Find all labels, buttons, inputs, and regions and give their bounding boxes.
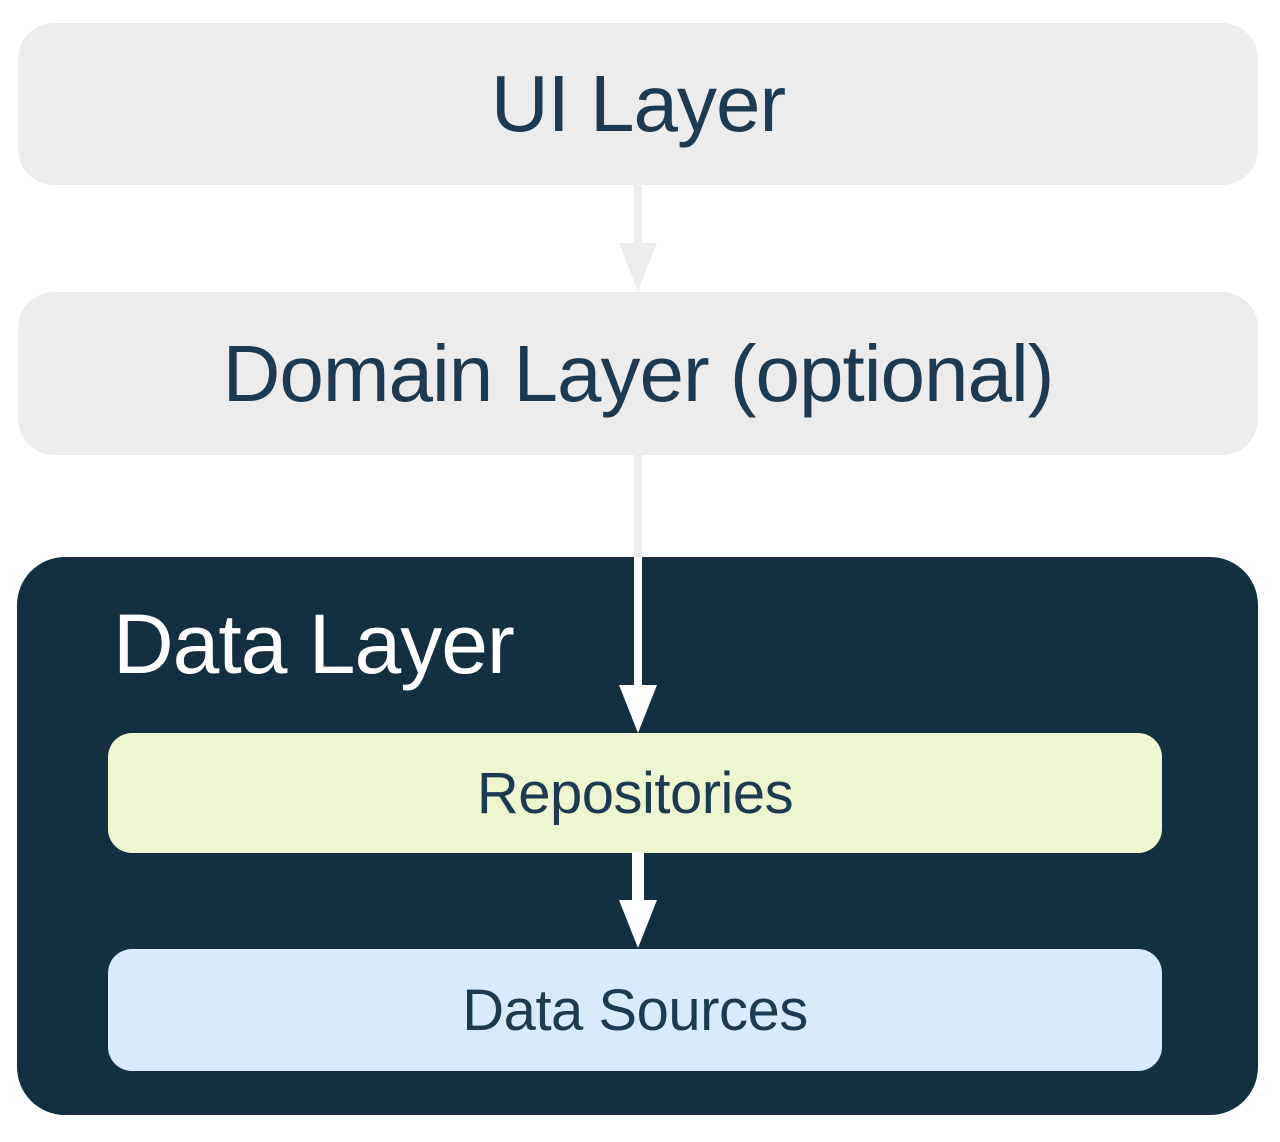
repositories-label: Repositories bbox=[476, 760, 794, 826]
data-sources-label: Data Sources bbox=[462, 977, 808, 1043]
arrow-down-icon-domain-to-repositories-shaft-upper bbox=[634, 454, 642, 558]
ui-layer-label: UI Layer bbox=[490, 59, 786, 148]
data-layer-label: Data Layer bbox=[113, 597, 515, 691]
arrow-down-icon-repositories-to-data-sources-shaft bbox=[632, 852, 644, 902]
arrow-down-icon-domain-to-repositories-shaft-lower bbox=[634, 557, 642, 686]
data-sources-box: Data Sources bbox=[108, 949, 1162, 1071]
ui-layer-box: UI Layer bbox=[18, 23, 1258, 185]
domain-layer-label: Domain Layer (optional) bbox=[222, 328, 1055, 418]
domain-layer-box: Domain Layer (optional) bbox=[18, 292, 1258, 455]
repositories-box: Repositories bbox=[108, 733, 1162, 853]
arrow-down-icon-repositories-to-data-sources bbox=[619, 900, 657, 948]
arrow-down-icon-ui-to-domain bbox=[619, 243, 657, 291]
arrow-down-icon-domain-to-repositories bbox=[619, 685, 657, 733]
arrow-down-icon-ui-to-domain-shaft bbox=[634, 184, 642, 244]
